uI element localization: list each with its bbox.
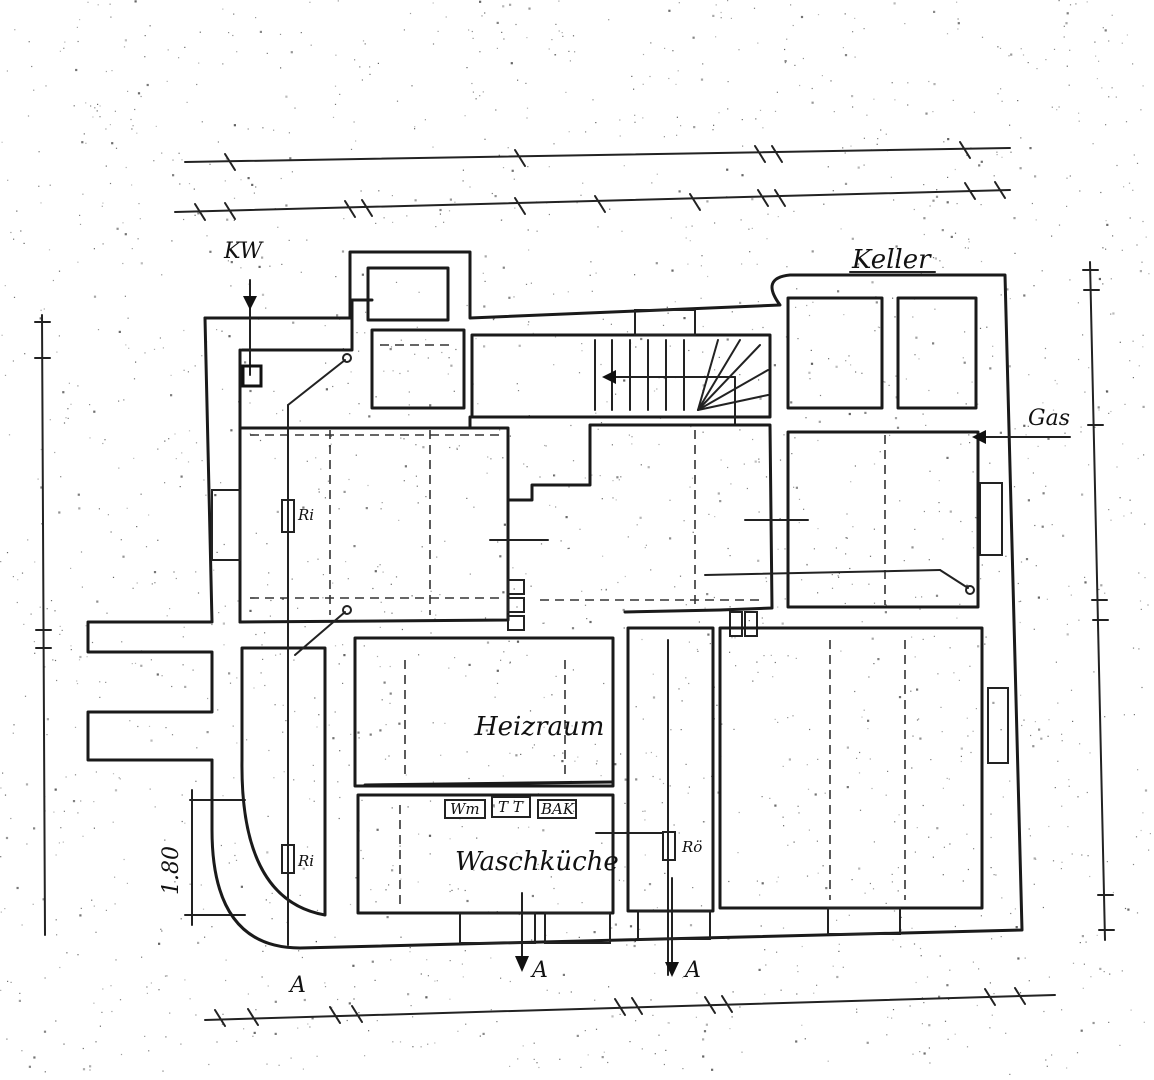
section-label-1: A: [288, 973, 306, 998]
dimension-line-bottom: [204, 987, 1056, 1027]
cold-water-pipe: [241, 279, 352, 946]
storage-boxes-top-right: [786, 296, 980, 609]
appliance-wm-label: Wm: [450, 800, 480, 818]
plan-title: Keller: [851, 245, 932, 275]
section-arrows: [515, 831, 679, 977]
pipe-label-left-2: Ri: [297, 852, 314, 870]
dimension-label: 1.80: [159, 846, 184, 895]
appliance-bk-label: BAK: [540, 800, 575, 818]
section-label-2: A: [530, 958, 548, 983]
staircase: [470, 309, 772, 426]
gas-label: Gas: [1028, 406, 1070, 431]
gas-pipe: [972, 430, 1071, 444]
large-room-right: [718, 626, 984, 935]
dimension-lines-side: [34, 261, 1115, 941]
central-rooms: [238, 415, 975, 637]
heating-room-label: Heizraum: [474, 712, 604, 742]
pipe-shaft: [626, 626, 715, 976]
section-label-3: A: [683, 958, 701, 983]
laundry-room-label: Waschküche: [455, 847, 619, 877]
heating-laundry-block: [353, 636, 615, 944]
light-well-top: [366, 266, 466, 410]
cold-water-label: KW: [223, 239, 265, 264]
dimension-lines-top: [174, 141, 1011, 221]
pipe-label-left-1: Ri: [297, 506, 314, 524]
pipe-label-center: Rö: [681, 838, 702, 856]
curved-duct-left: [240, 646, 327, 917]
appliance-tt-label: T T: [498, 798, 524, 816]
